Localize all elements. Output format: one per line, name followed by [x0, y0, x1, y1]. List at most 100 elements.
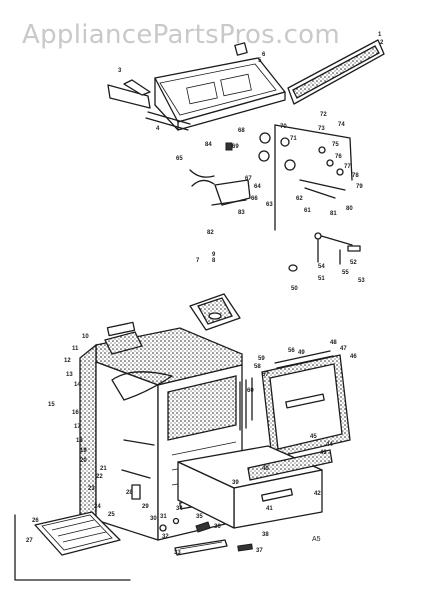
part-number-3: 3: [118, 68, 122, 74]
part-number-40: 40: [262, 466, 269, 472]
site-watermark: AppliancePartsPros.com: [22, 20, 341, 50]
door-side-trims: [239, 377, 253, 431]
part-number-73: 73: [318, 126, 325, 132]
part-number-15: 15: [48, 402, 55, 408]
part-number-31: 31: [160, 514, 167, 520]
oven-door: [261, 350, 351, 459]
part-number-36: 36: [214, 524, 221, 530]
control-bracket: [123, 79, 151, 96]
part-number-72: 72: [320, 112, 327, 118]
part-number-26: 26: [32, 518, 39, 524]
part-number-29: 29: [142, 504, 149, 510]
part-number-69: 69: [232, 144, 239, 150]
part-number-34: 34: [176, 506, 183, 512]
part-number-50: 50: [291, 286, 298, 292]
broiler-pan: [14, 511, 131, 581]
part-number-20: 20: [80, 458, 87, 464]
part-number-58: 58: [254, 364, 261, 370]
part-number-53: 53: [358, 278, 365, 284]
part-number-33: 33: [174, 550, 181, 556]
part-number-16: 16: [72, 410, 79, 416]
part-number-51: 51: [318, 276, 325, 282]
part-number-1: 1: [378, 32, 382, 38]
bottom-rails-and-feet: [159, 517, 253, 556]
part-number-60: 60: [247, 388, 254, 394]
part-number-32: 32: [162, 534, 169, 540]
part-number-61: 61: [304, 208, 311, 214]
burner-manifold-assembly: [189, 124, 353, 231]
part-number-43: 43: [320, 450, 327, 456]
part-number-63: 63: [266, 202, 273, 208]
part-number-64: 64: [254, 184, 261, 190]
part-number-80: 80: [346, 206, 353, 212]
cooktop-knob: [234, 42, 248, 56]
range-body: [79, 321, 243, 541]
part-number-13: 13: [66, 372, 73, 378]
part-number-39: 39: [232, 480, 239, 486]
part-number-55: 55: [342, 270, 349, 276]
part-number-82: 82: [207, 230, 214, 236]
backguard-panel: [287, 39, 385, 105]
part-number-8: 8: [212, 258, 216, 264]
part-number-74: 74: [338, 122, 345, 128]
part-number-79: 79: [356, 184, 363, 190]
part-number-77: 77: [344, 164, 351, 170]
part-number-75: 75: [332, 142, 339, 148]
part-number-41: 41: [266, 506, 273, 512]
part-number-67: 67: [245, 176, 252, 182]
part-number-83: 83: [238, 210, 245, 216]
part-number-7: 7: [196, 258, 200, 264]
igniter-parts: [288, 232, 361, 272]
part-number-81: 81: [330, 211, 337, 217]
part-number-19: 19: [80, 448, 87, 454]
part-number-68: 68: [238, 128, 245, 134]
part-number-78: 78: [352, 173, 359, 179]
part-number-65: 65: [176, 156, 183, 162]
part-number-62: 62: [296, 196, 303, 202]
part-number-52: 52: [350, 260, 357, 266]
part-number-23: 23: [88, 486, 95, 492]
part-number-24: 24: [94, 504, 101, 510]
part-number-56: 56: [288, 348, 295, 354]
part-number-12: 12: [64, 358, 71, 364]
part-number-22: 22: [96, 474, 103, 480]
part-number-46: 46: [350, 354, 357, 360]
part-number-2: 2: [380, 40, 384, 46]
part-number-71: 71: [290, 136, 297, 142]
part-number-30: 30: [150, 516, 157, 522]
part-number-28: 28: [126, 490, 133, 496]
part-number-57: 57: [262, 372, 269, 378]
part-number-49: 49: [298, 350, 305, 356]
part-number-37: 37: [256, 548, 263, 554]
part-number-70: 70: [280, 124, 287, 130]
side-trim-left: [107, 84, 151, 109]
part-number-5: 5: [258, 58, 262, 64]
part-number-47: 47: [340, 346, 347, 352]
part-number-38: 38: [262, 532, 269, 538]
part-number-66: 66: [251, 196, 258, 202]
part-number-44: 44: [326, 442, 333, 448]
burner-box-and-cover: [189, 293, 241, 331]
part-number-10: 10: [82, 334, 89, 340]
storage-drawer: [177, 445, 333, 529]
part-number-6: 6: [262, 52, 266, 58]
part-number-45: 45: [310, 434, 317, 440]
rear-vent-insulation: [104, 331, 143, 355]
part-number-48: 48: [330, 340, 337, 346]
diagram-code: A5: [312, 536, 321, 543]
part-number-35: 35: [196, 514, 203, 520]
part-number-4: 4: [156, 126, 160, 132]
part-number-27: 27: [26, 538, 33, 544]
part-number-14: 14: [74, 382, 81, 388]
part-number-84: 84: [205, 142, 212, 148]
part-number-54: 54: [318, 264, 325, 270]
part-number-42: 42: [314, 491, 321, 497]
part-number-21: 21: [100, 466, 107, 472]
cooktop-assembly: [107, 42, 286, 131]
part-number-18: 18: [76, 438, 83, 444]
part-number-59: 59: [258, 356, 265, 362]
part-number-9: 9: [212, 252, 216, 258]
